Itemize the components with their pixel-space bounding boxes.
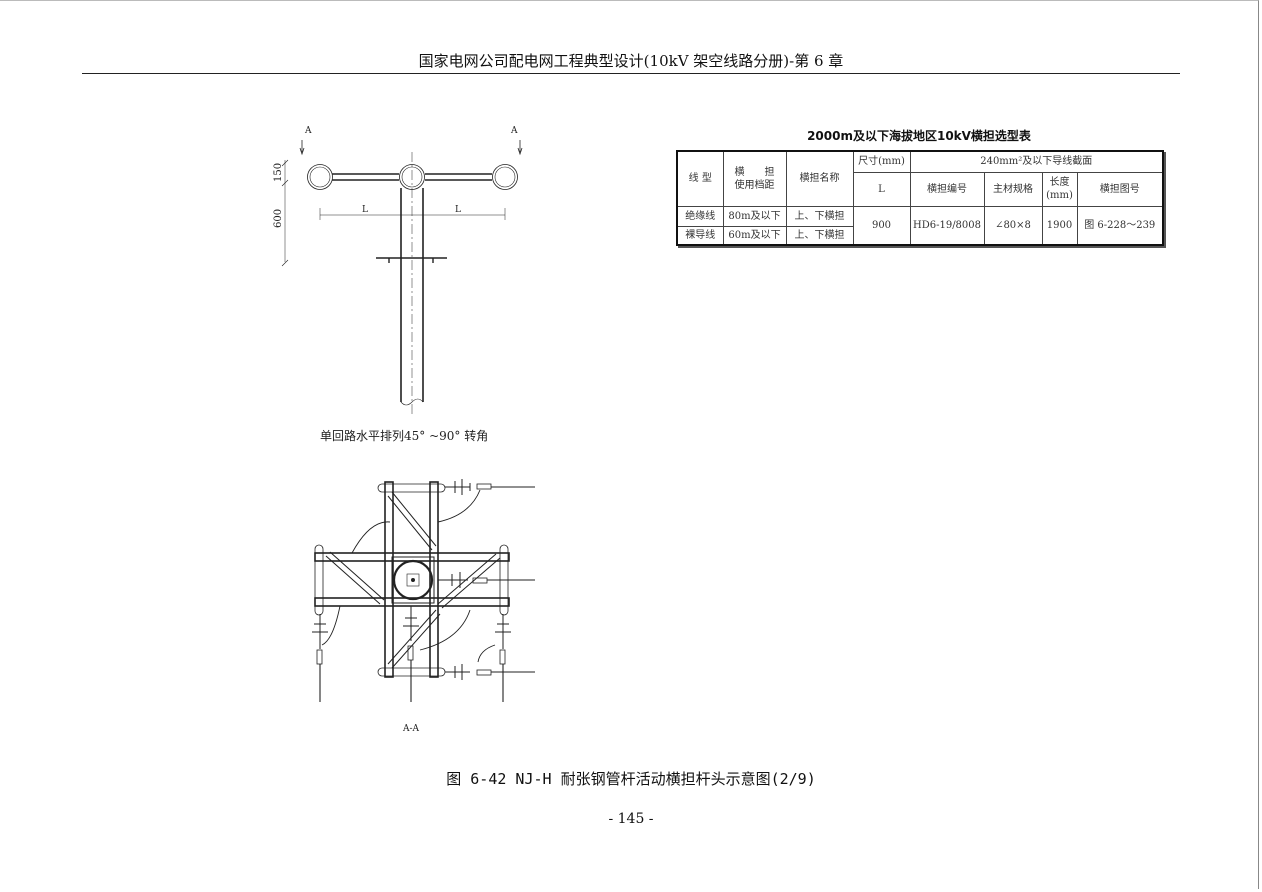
section-mark-left: A bbox=[304, 126, 312, 136]
header-drawing-no: 横担图号 bbox=[1076, 171, 1164, 207]
header-section: 240mm²及以下导线截面 bbox=[909, 150, 1164, 173]
header-name: 横担名称 bbox=[785, 150, 854, 207]
page-header: 国家电网公司配电网工程典型设计(10kV 架空线路分册)-第 6 章 bbox=[418, 52, 844, 70]
cell-material: ∠80×8 bbox=[983, 205, 1043, 246]
table-row: 绝缘线 80m及以下 上、下横担 900 HD6-19/8008 ∠80×8 1… bbox=[676, 205, 1164, 246]
dimension-l-right: L bbox=[455, 205, 461, 215]
cell-l: 900 bbox=[852, 205, 911, 246]
crossarm-selection-table: 线 型 横 担使用档距 横担名称 尺寸(mm) 240mm²及以下导线截面 L … bbox=[676, 150, 1164, 246]
section-view-drawing bbox=[312, 479, 535, 702]
cell-code: HD6-19/8008 bbox=[909, 205, 985, 246]
page-number: - 145 - bbox=[608, 811, 654, 827]
cell-span: 60m及以下 bbox=[722, 225, 787, 246]
table-row: 裸导线 60m及以下 上、下横担 bbox=[676, 225, 1163, 246]
cell-length: 1900 bbox=[1041, 205, 1078, 246]
dimension-600: 600 bbox=[273, 209, 284, 228]
dimension-150: 150 bbox=[273, 163, 284, 182]
cell-name: 上、下横担 bbox=[785, 225, 854, 246]
dimension-l-left: L bbox=[362, 205, 368, 215]
cell-line-type: 裸导线 bbox=[676, 225, 724, 246]
top-drawing-caption: 单回路水平排列45° ~90° 转角 bbox=[320, 428, 488, 443]
cell-drawing-no: 图 6-228～239 bbox=[1076, 205, 1164, 246]
cell-span: 80m及以下 bbox=[722, 205, 787, 227]
header-size: 尺寸(mm) bbox=[852, 150, 911, 173]
header-material: 主材规格 bbox=[983, 171, 1043, 207]
top-view-drawing bbox=[281, 140, 523, 414]
header-length: 长度(mm) bbox=[1041, 171, 1078, 207]
cell-name: 上、下横担 bbox=[785, 205, 854, 227]
figure-caption: 图 6-42 NJ-H 耐张钢管杆活动横担杆头示意图(2/9) bbox=[446, 770, 816, 788]
header-rule bbox=[82, 73, 1180, 74]
header-line-type: 线 型 bbox=[676, 150, 724, 207]
header-span: 横 担使用档距 bbox=[722, 150, 787, 207]
header-l: L bbox=[852, 171, 911, 207]
section-label-a-a: A-A bbox=[402, 724, 420, 734]
section-mark-right: A bbox=[510, 126, 518, 136]
header-code: 横担编号 bbox=[909, 171, 985, 207]
cell-line-type: 绝缘线 bbox=[676, 205, 724, 227]
table-title: 2000m及以下海拔地区10kV横担选型表 bbox=[807, 129, 1031, 143]
